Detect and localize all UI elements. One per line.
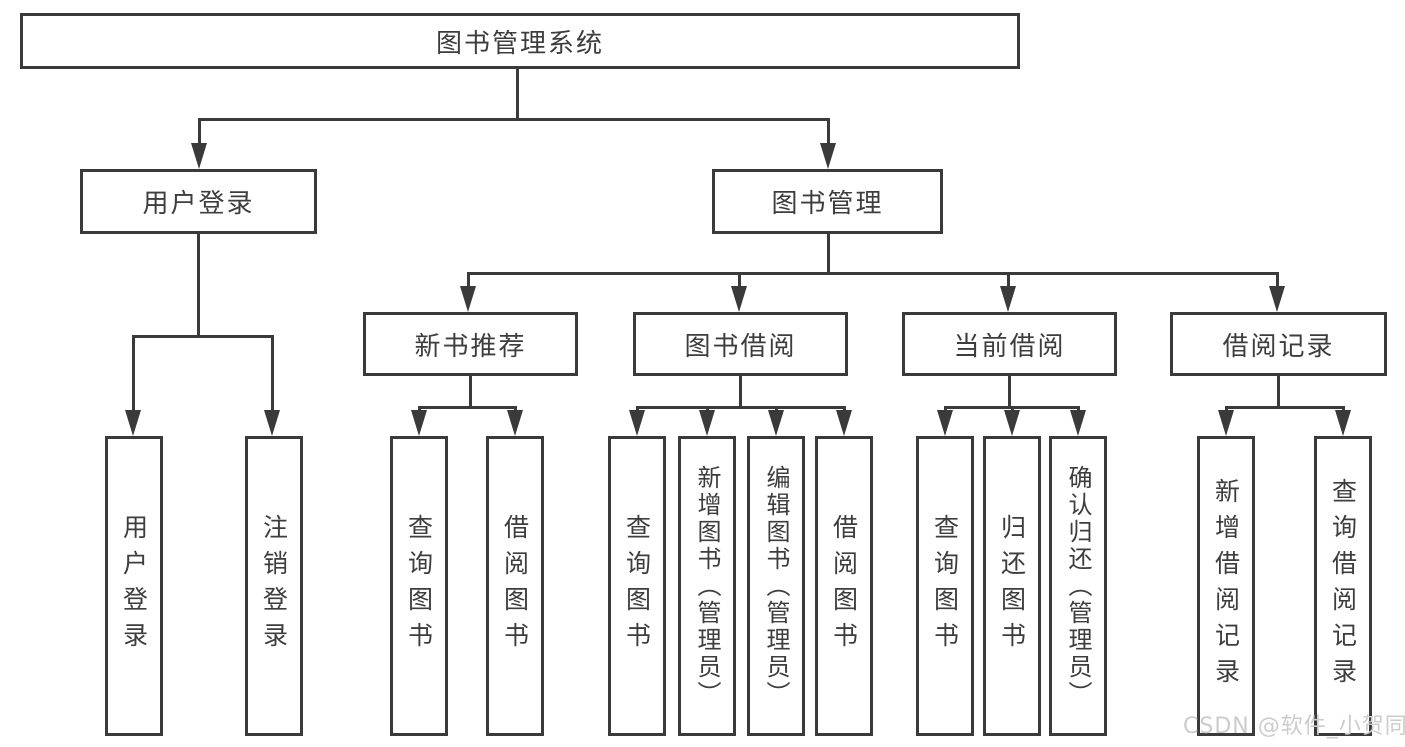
arrow-down-icon [836,410,852,436]
connector-line-v [1276,272,1279,288]
leaf-recommend-borrow-books: 借阅图书 [486,436,544,736]
arrow-down-icon [411,410,427,436]
connector-line-v [739,376,742,406]
arrow-down-icon [768,410,784,436]
arrow-down-icon [507,410,523,436]
arrow-down-icon [1269,286,1285,312]
arrow-down-icon [820,143,836,169]
leaf-logout: 注销登录 [245,436,303,736]
leaf-recommend-query-books: 查询图书 [390,436,448,736]
leaf-borrow-borrow-books: 借阅图书 [815,436,873,736]
arrow-down-icon [460,286,476,312]
watermark-csdn: CSDN @软件_小贺同学 [1183,714,1405,739]
node-current-borrow: 当前借阅 [902,312,1117,376]
connector-line-v [1277,376,1280,406]
leaf-label: 新增图书（管理员） [693,464,721,708]
leaf-label: 确认归还（管理员） [1064,464,1092,708]
leaf-label: 借阅图书 [500,514,530,658]
leaf-borrow-add-books-admin: 新增图书（管理员） [678,436,736,736]
arrow-down-icon [1218,410,1234,436]
leaf-label: 用户登录 [119,514,149,658]
arrow-down-icon [731,286,747,312]
node-book-management: 图书管理 [712,169,943,234]
node-user-login: 用户登录 [80,169,317,234]
node-book-borrow: 图书借阅 [633,312,848,376]
leaf-user-login: 用户登录 [105,436,163,736]
node-library-system: 图书管理系统 [20,13,1020,69]
leaf-label: 查询图书 [930,514,960,658]
connector-line-v [1008,376,1011,406]
node-new-book-recommend: 新书推荐 [363,312,578,376]
connector-line-v [469,376,472,406]
connector-line-v [271,335,274,411]
leaf-current-confirm-return-admin: 确认归还（管理员） [1049,436,1107,736]
leaf-label: 编辑图书（管理员） [762,464,790,708]
leaf-borrow-query-books: 查询图书 [608,436,666,736]
leaf-label: 借阅图书 [829,514,859,658]
arrow-down-icon [699,410,715,436]
leaf-label: 查询借阅记录 [1328,478,1358,694]
connector-line-v [1007,272,1010,288]
connector-line-h [637,406,844,409]
leaf-label: 注销登录 [259,514,289,658]
leaf-records-query-record: 查询借阅记录 [1314,436,1372,736]
connector-line-v [132,335,135,411]
leaf-records-add-record: 新增借阅记录 [1197,436,1255,736]
arrow-down-icon [1070,410,1086,436]
connector-line-v [827,234,830,272]
leaf-label: 查询图书 [404,514,434,658]
arrow-down-icon [1000,286,1016,312]
connector-line-v [467,272,470,288]
connector-line-h [199,118,830,121]
connector-line-h [419,406,516,409]
arrow-down-icon [1004,410,1020,436]
connector-line-h [133,335,273,338]
connector-line-h [468,272,1278,275]
leaf-label: 查询图书 [622,514,652,658]
leaf-current-return-books: 归还图书 [983,436,1041,736]
connector-line-v [197,234,200,335]
leaf-borrow-edit-books-admin: 编辑图书（管理员） [747,436,805,736]
arrow-down-icon [191,143,207,169]
arrow-down-icon [937,410,953,436]
connector-line-v [198,118,201,146]
arrow-down-icon [629,410,645,436]
leaf-current-query-books: 查询图书 [916,436,974,736]
connector-line-v [738,272,741,288]
connector-line-h [1226,406,1343,409]
connector-line-v [516,69,519,118]
node-borrow-records: 借阅记录 [1170,312,1387,376]
arrow-down-icon [264,410,280,436]
leaf-label: 归还图书 [997,514,1027,658]
arrow-down-icon [125,410,141,436]
leaf-label: 新增借阅记录 [1211,478,1241,694]
arrow-down-icon [1335,410,1351,436]
connector-line-v [827,118,830,146]
